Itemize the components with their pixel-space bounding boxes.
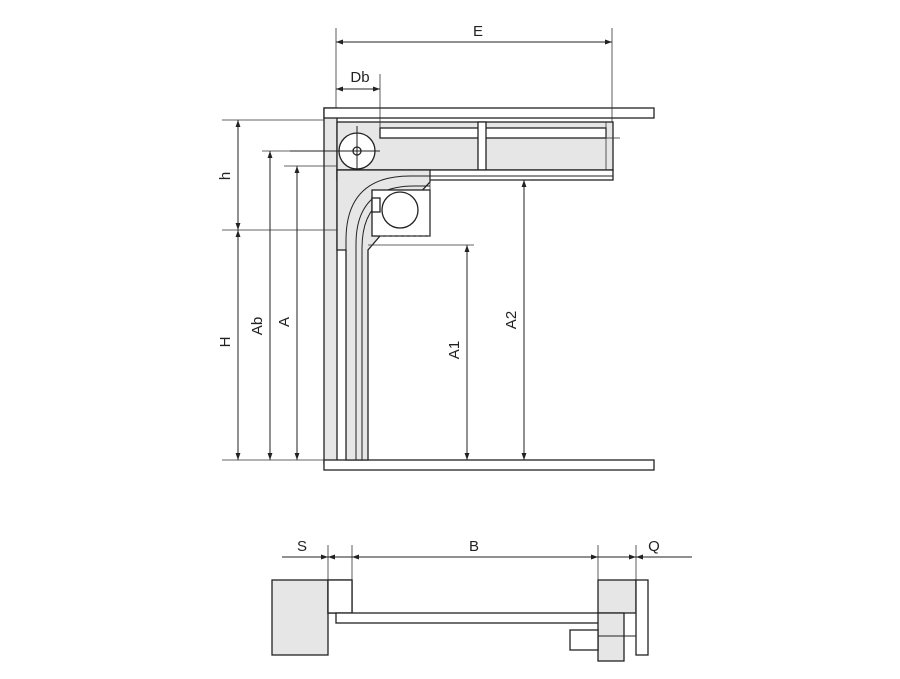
door-leaf	[335, 612, 617, 624]
right-outer-post	[635, 579, 649, 656]
dim-label-A1: A1	[446, 341, 463, 359]
motor-icon	[381, 191, 419, 229]
dim-label-Ab: Ab	[249, 317, 266, 335]
side-view: E Db h H Ab A A1 A2	[217, 23, 655, 471]
track-inner	[379, 127, 607, 139]
right-jamb	[597, 579, 637, 614]
wall-section	[323, 107, 338, 465]
left-wall-block	[271, 579, 329, 656]
dim-label-H: H	[217, 337, 234, 348]
dim-label-Db: Db	[350, 69, 369, 86]
plan-view: S B Q	[271, 538, 692, 662]
dim-label-B: B	[469, 538, 479, 555]
dim-label-E: E	[473, 23, 483, 40]
dim-label-A2: A2	[503, 311, 520, 329]
right-post	[597, 612, 625, 662]
dim-label-Q: Q	[648, 538, 660, 555]
floor-fill	[325, 461, 653, 469]
dim-label-h: h	[217, 172, 234, 180]
dim-label-A: A	[276, 317, 293, 327]
motor-plan	[569, 629, 599, 651]
dim-label-S: S	[297, 538, 307, 555]
track-support	[477, 121, 487, 171]
ceiling-line	[323, 107, 655, 119]
